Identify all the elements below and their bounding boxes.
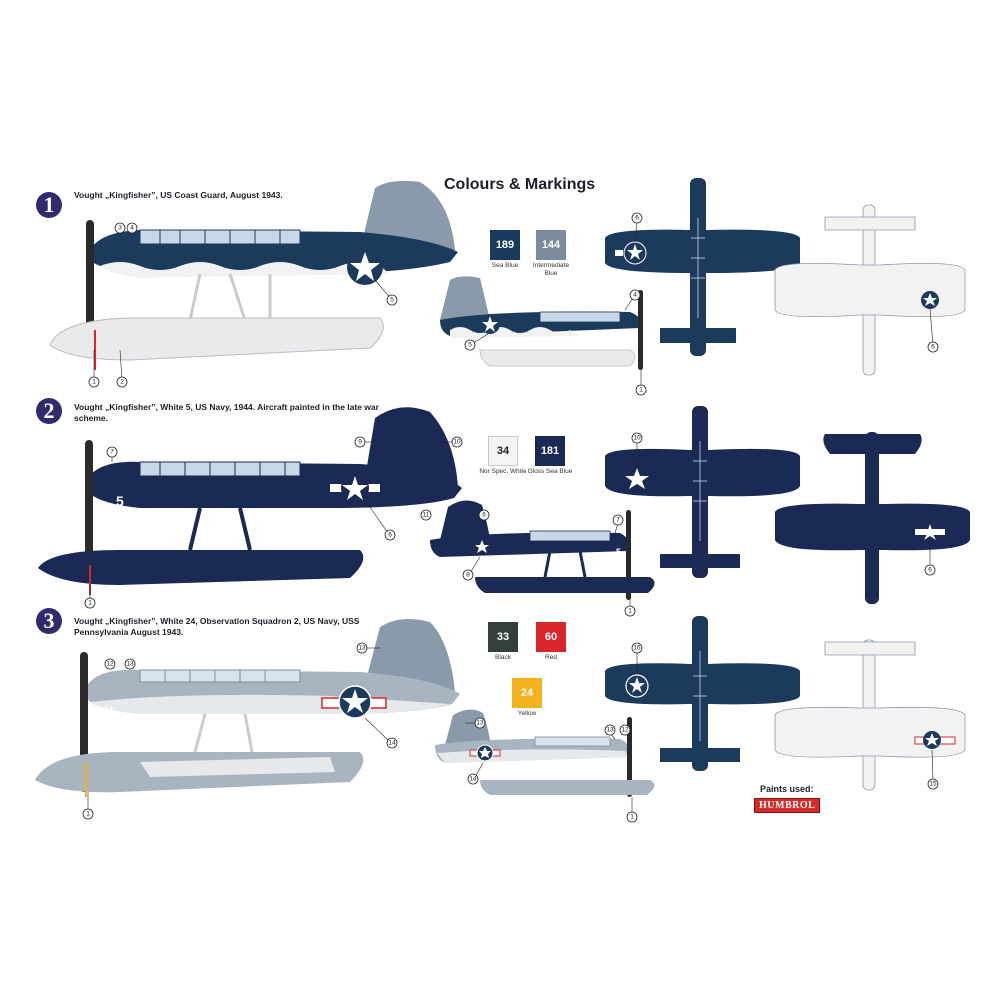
- paint-label: Black: [495, 654, 511, 661]
- aircraft-bottom-view: 6: [774, 204, 966, 376]
- aircraft-side-view: 3 4 5 1 2: [49, 180, 458, 388]
- scheme-number-badge: 3: [36, 608, 62, 634]
- callout-marker: 13: [606, 727, 614, 734]
- callout-marker: 3: [118, 225, 122, 232]
- callout-marker: 7: [616, 517, 620, 524]
- aircraft-code: 5: [116, 493, 124, 509]
- callout-marker: 7: [110, 449, 114, 456]
- scheme-caption: Vought „Kingfisher”, White 5, US Navy, 1…: [74, 402, 379, 423]
- callout-marker: 8: [466, 572, 470, 579]
- aircraft-side-view-small: 5 11 6 7 8 1: [420, 500, 655, 617]
- callout-marker: 14: [469, 776, 477, 783]
- callout-marker: 1: [88, 600, 92, 607]
- aircraft-code: 5: [616, 547, 621, 557]
- aircraft-top-view: 10: [605, 406, 800, 578]
- callout-marker: 13: [476, 720, 484, 727]
- aircraft-top-view: 6: [605, 178, 800, 356]
- callout-marker: 5: [468, 342, 472, 349]
- callout-marker: 6: [482, 512, 486, 519]
- aircraft-bottom-view: 15: [774, 639, 966, 791]
- callout-marker: 4: [633, 292, 637, 299]
- paint-code: 24: [520, 687, 534, 699]
- callout-marker: 1: [630, 814, 634, 821]
- paint-chip: 189: [490, 230, 520, 260]
- callout-marker: 1: [639, 387, 643, 394]
- paint-chip: 144: [536, 230, 566, 260]
- paint-label: Yellow: [517, 710, 537, 717]
- paint-code: 60: [544, 631, 558, 643]
- aircraft-side-view: 5 7 9 10 6 1: [38, 407, 463, 609]
- callout-marker: 5: [390, 297, 394, 304]
- callout-marker: 12: [621, 727, 629, 734]
- paint-label: Gloss Sea Blue: [527, 468, 573, 475]
- aircraft-side-view-small: 13 13 12 14 1: [435, 709, 655, 823]
- callout-marker: 1: [86, 811, 90, 818]
- callout-marker: 9: [358, 439, 362, 446]
- aircraft-top-view: 16: [605, 616, 800, 771]
- paint-code: 33: [496, 631, 510, 643]
- paint-chip: 60: [536, 622, 566, 652]
- callout-marker: 1: [92, 379, 96, 386]
- callout-marker: 13: [358, 645, 366, 652]
- paint-code: 189: [495, 239, 515, 251]
- paint-chip: 34: [488, 436, 518, 466]
- paint-label: Nor Spec. White: [479, 468, 527, 475]
- callout-marker: 11: [423, 512, 430, 519]
- callout-marker: 6: [931, 344, 935, 351]
- aircraft-code: 24: [104, 705, 113, 714]
- scheme-number-badge: 1: [36, 192, 62, 218]
- paint-code: 181: [540, 445, 560, 457]
- paint-label: Intermediate Blue: [532, 262, 570, 277]
- callout-marker: 6: [928, 567, 932, 574]
- scheme-caption: Vought „Kingfisher”, US Coast Guard, Aug…: [74, 190, 283, 200]
- paints-used-label: Paints used:: [760, 784, 814, 794]
- callout-marker: 10: [633, 435, 641, 442]
- scheme-caption: Vought „Kingfisher”, White 24, Observati…: [74, 616, 360, 637]
- paint-chip: 33: [488, 622, 518, 652]
- scheme-number-badge: 2: [36, 398, 62, 424]
- callout-marker: 10: [453, 439, 461, 446]
- paint-label: Sea Blue: [491, 262, 519, 269]
- callout-marker: 4: [130, 225, 134, 232]
- paint-code: 34: [496, 445, 510, 457]
- callout-marker: 2: [120, 379, 124, 386]
- aircraft-bottom-view: 6: [775, 432, 970, 604]
- paint-label: Red: [545, 654, 557, 661]
- callout-marker: 6: [635, 215, 639, 222]
- paint-chip: 181: [535, 436, 565, 466]
- page-title: Colours & Markings: [444, 176, 596, 193]
- callout-marker: 1: [628, 608, 632, 615]
- aircraft-side-view-small: 4 5 1: [440, 276, 647, 396]
- paint-chip: 24: [512, 678, 542, 708]
- humbrol-logo: HUMBROL: [754, 798, 821, 813]
- callout-marker: 14: [388, 740, 396, 747]
- paint-code: 144: [541, 239, 561, 251]
- aircraft-side-view: 24 12 13 13 14 1: [35, 618, 460, 820]
- callout-marker: 6: [388, 532, 392, 539]
- callout-marker: 16: [633, 645, 641, 652]
- callout-marker: 15: [929, 781, 937, 788]
- callout-marker: 13: [126, 661, 134, 668]
- callout-marker: 12: [106, 661, 114, 668]
